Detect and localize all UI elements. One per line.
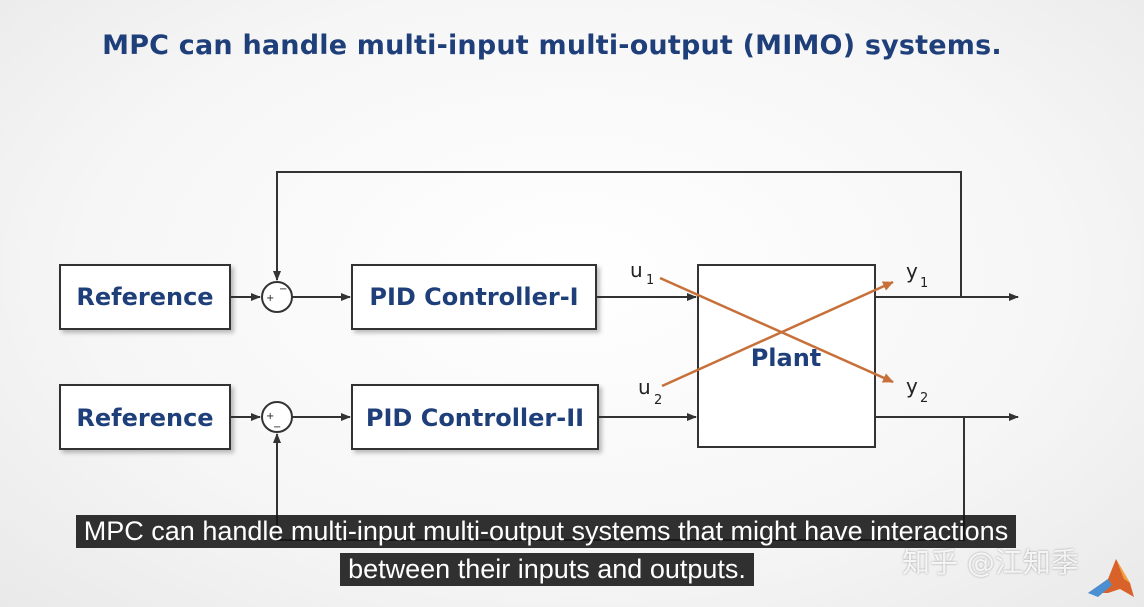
u2-base: u bbox=[638, 375, 651, 399]
plant-block: Plant bbox=[697, 264, 876, 448]
u2-to-y1-arrow bbox=[661, 280, 894, 388]
slide-title: MPC can handle multi-input multi-output … bbox=[102, 30, 1002, 61]
y1-base: y bbox=[906, 259, 918, 283]
reference-block-1: Reference bbox=[59, 264, 231, 330]
plant-label: Plant bbox=[751, 344, 822, 372]
sum-1-plus-sign: + bbox=[266, 293, 274, 304]
y2-base: y bbox=[906, 374, 918, 398]
u1-to-y2-arrow bbox=[659, 276, 894, 384]
signal-label-y2: y 2 bbox=[906, 374, 928, 406]
u1-base: u bbox=[630, 258, 643, 282]
reference-label-1: Reference bbox=[76, 283, 213, 311]
y2-subscript: 2 bbox=[920, 391, 928, 406]
sum-1-minus-sign: − bbox=[279, 284, 287, 295]
pid-controller-label-2: PID Controller-II bbox=[366, 404, 584, 432]
signal-label-u1: u 1 bbox=[630, 258, 654, 288]
reference-label-2: Reference bbox=[76, 404, 213, 432]
matlab-logo-icon bbox=[1088, 559, 1134, 597]
signal-label-y1: y 1 bbox=[906, 259, 928, 291]
sum-2-plus-sign: + bbox=[266, 411, 274, 422]
y1-subscript: 1 bbox=[920, 276, 928, 291]
interaction-arrows bbox=[659, 276, 894, 388]
reference-block-2: Reference bbox=[59, 384, 231, 450]
sum-2-minus-sign: − bbox=[273, 422, 281, 433]
pid-controller-block-1: PID Controller-I bbox=[351, 264, 597, 330]
u1-subscript: 1 bbox=[646, 273, 654, 288]
summing-junction-2: + − bbox=[261, 401, 293, 433]
pid-controller-block-2: PID Controller-II bbox=[351, 384, 599, 450]
u2-subscript: 2 bbox=[654, 393, 662, 408]
watermark-text: 知乎 @江知季 bbox=[902, 546, 1079, 579]
pid-controller-label-1: PID Controller-I bbox=[369, 283, 578, 311]
signal-label-u2: u 2 bbox=[638, 375, 662, 408]
y1-feedback-line bbox=[273, 171, 962, 297]
summing-junction-1: + − bbox=[261, 281, 293, 313]
signal-lines bbox=[230, 171, 1019, 541]
